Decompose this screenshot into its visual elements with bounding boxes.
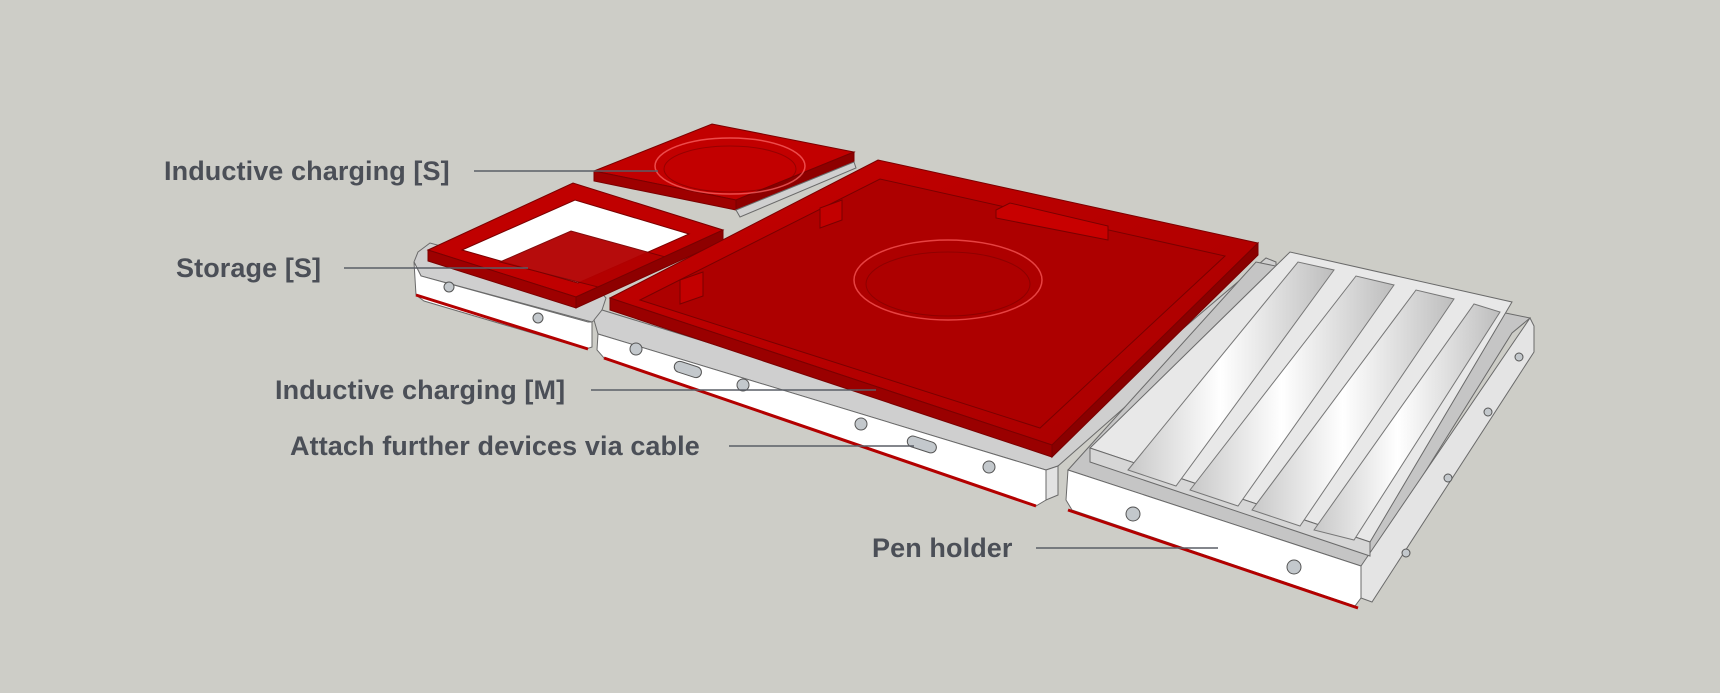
pen-groove-4	[1313, 303, 1501, 541]
medium-tray-inner-floor	[638, 178, 1227, 429]
storage-screw-1	[443, 281, 455, 293]
pen-screw-4	[1443, 473, 1453, 483]
medium-slot-top	[995, 202, 1109, 241]
pen-groove-1	[1127, 261, 1335, 487]
pen-base-right-side	[1360, 317, 1535, 603]
medium-base-end	[1045, 465, 1059, 501]
medium-slot-left-2	[819, 199, 843, 229]
medium-coil-outer	[853, 239, 1043, 321]
label-pen-holder: Pen holder	[872, 533, 1013, 563]
leader-lines	[344, 170, 1218, 549]
medium-screw-4	[982, 460, 996, 474]
medium-usb-port-1	[673, 360, 702, 379]
medium-screw-3	[854, 417, 868, 431]
label-inductive-charging-m: Inductive charging [M]	[275, 375, 566, 405]
label-inductive-charging-s: Inductive charging [S]	[164, 156, 450, 186]
pen-screw-3	[1401, 548, 1411, 558]
pen-holder-module	[1065, 251, 1535, 610]
medium-base-red-edge	[603, 356, 1037, 508]
inductive-charging-medium-module	[593, 159, 1277, 508]
medium-coil-inner	[865, 251, 1031, 317]
inductive-s-coil	[654, 137, 806, 195]
pen-groove-3	[1251, 289, 1455, 527]
inductive-s-base-edge	[735, 161, 857, 218]
storage-base-red-edge	[415, 293, 589, 351]
storage-screw-2	[532, 312, 544, 324]
inductive-s-coil-inner	[663, 145, 797, 193]
medium-screw-2	[736, 378, 750, 392]
pen-screw-6	[1514, 352, 1524, 362]
medium-slot-left-1	[679, 271, 704, 305]
inductive-charging-small-module	[592, 123, 857, 218]
medium-screw-1	[629, 342, 643, 356]
medium-tray-right	[1051, 241, 1259, 459]
label-attach-cable: Attach further devices via cable	[290, 431, 700, 461]
pen-screw-5	[1483, 407, 1493, 417]
pen-screw-1	[1125, 506, 1141, 522]
pen-groove-2	[1189, 275, 1395, 507]
pen-screw-2	[1286, 559, 1302, 575]
label-storage-s: Storage [S]	[176, 253, 322, 283]
medium-usb-port-2	[906, 435, 937, 454]
pen-base-red-edge	[1067, 508, 1359, 610]
